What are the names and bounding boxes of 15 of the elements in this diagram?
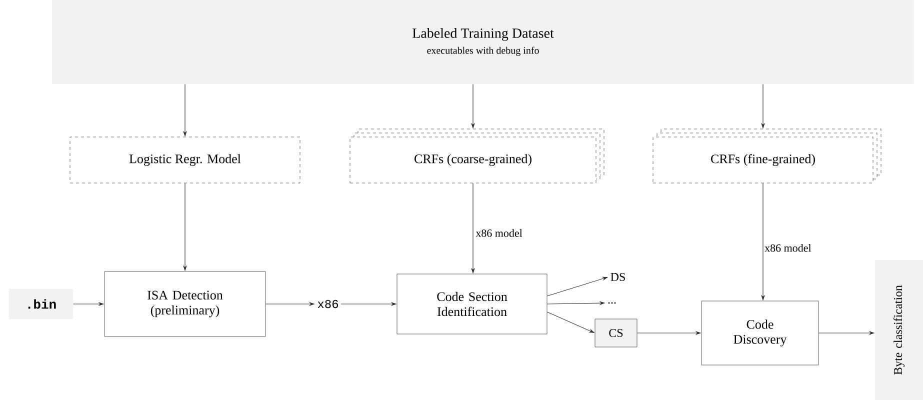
edge-label: x86 model bbox=[764, 243, 812, 253]
dataset-box: Labeled Training Dataset executables with debug info bbox=[52, 0, 914, 84]
input-file-box: .bin bbox=[9, 289, 73, 319]
process-box: Code Discovery bbox=[701, 300, 819, 366]
model-box: Logistic Regr. Model bbox=[70, 136, 300, 184]
process-box: Code Section Identification bbox=[396, 274, 548, 334]
flow-label: x86 bbox=[318, 300, 338, 308]
flow-label: DS bbox=[610, 272, 625, 282]
flow-label: ... bbox=[608, 302, 616, 304]
stacked-model-box: CRFs (coarse-grained) bbox=[350, 128, 604, 184]
process-box: ISA Detection (preliminary) bbox=[104, 271, 266, 337]
output-box: Byte classification bbox=[875, 260, 923, 400]
stacked-model-box: CRFs (fine-grained) bbox=[652, 128, 882, 184]
section-box: CS bbox=[594, 318, 638, 348]
edge-label: x86 model bbox=[474, 228, 524, 238]
